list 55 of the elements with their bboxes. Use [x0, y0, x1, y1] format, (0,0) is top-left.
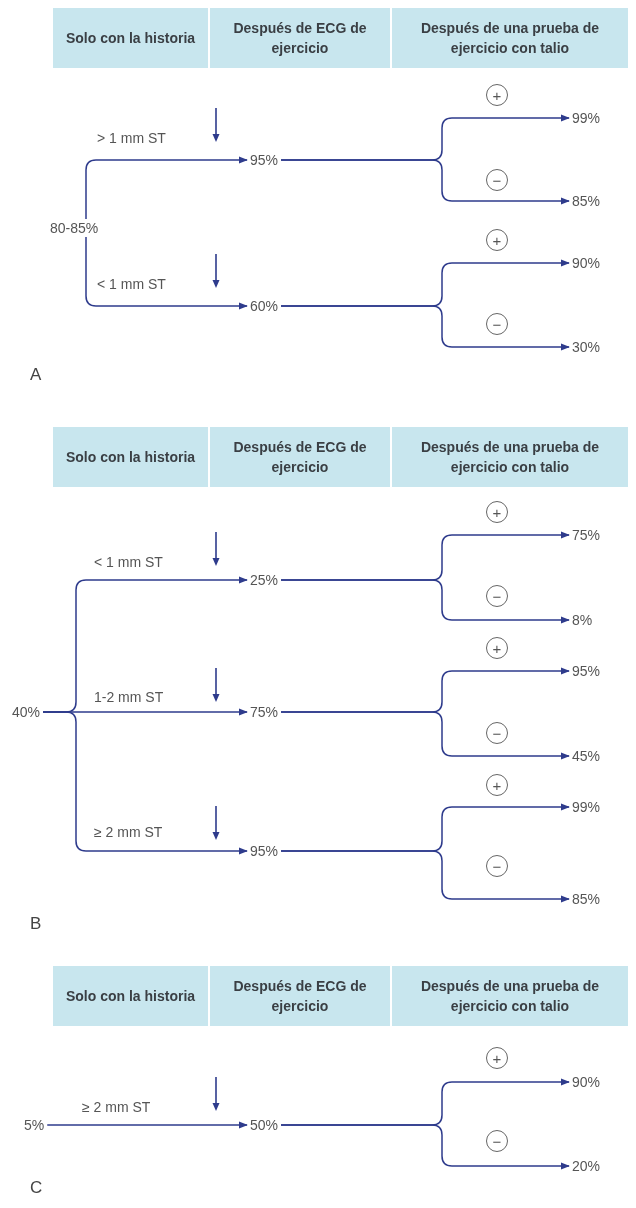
edge-label: −: [486, 855, 508, 877]
column-header: Después de ECG de ejercicio: [210, 966, 390, 1026]
probability-value: 5%: [24, 1116, 45, 1134]
column-header: Después de ECG de ejercicio: [210, 427, 390, 487]
edge-label: +: [486, 501, 508, 523]
column-header: Después de ECG de ejercicio: [210, 8, 390, 68]
arrow: [280, 579, 570, 624]
arrow: [280, 850, 570, 903]
column-header: Después de una prueba de ejercicio con talio: [392, 8, 628, 68]
probability-value: 95%: [250, 151, 279, 169]
probability-value: 80-85%: [50, 219, 99, 237]
probability-value: 90%: [572, 1073, 601, 1091]
column-header: Solo con la historia: [53, 966, 208, 1026]
column-header: Solo con la historia: [53, 8, 208, 68]
probability-value: 90%: [572, 254, 601, 272]
edge-label: −: [486, 722, 508, 744]
probability-value: 99%: [572, 109, 601, 127]
arrow: [280, 711, 570, 760]
edge-label: +: [486, 1047, 508, 1069]
arrow: [46, 1121, 248, 1129]
column-header: Después de una prueba de ejercicio con talio: [392, 966, 628, 1026]
probability-value: 75%: [572, 526, 601, 544]
column-header: Solo con la historia: [53, 427, 208, 487]
column-header: Después de una prueba de ejercicio con talio: [392, 427, 628, 487]
probability-value: 60%: [250, 297, 279, 315]
probability-value: 85%: [572, 192, 601, 210]
arrow: [280, 1124, 570, 1170]
probability-value: 45%: [572, 747, 601, 765]
panel-letter: C: [30, 1178, 43, 1198]
arrow: [280, 305, 570, 351]
edge-label: −: [486, 169, 508, 191]
edge-label: −: [486, 1130, 508, 1152]
edge-label: +: [486, 774, 508, 796]
probability-value: 95%: [250, 842, 279, 860]
probability-value: 30%: [572, 338, 601, 356]
edge-label: −: [486, 313, 508, 335]
probability-value: 20%: [572, 1157, 601, 1175]
probability-value: 40%: [12, 703, 41, 721]
arrow: [85, 156, 248, 220]
edge-label: +: [486, 637, 508, 659]
probability-value: 25%: [250, 571, 279, 589]
probability-value: 85%: [572, 890, 601, 908]
probability-value: 75%: [250, 703, 279, 721]
edge-label: −: [486, 585, 508, 607]
edge-label: +: [486, 84, 508, 106]
probability-value: 8%: [572, 611, 593, 629]
probability-value: 99%: [572, 798, 601, 816]
probability-value: 95%: [572, 662, 601, 680]
probability-value: 50%: [250, 1116, 279, 1134]
panel-letter: B: [30, 914, 42, 934]
arrow: [280, 159, 570, 205]
panel-letter: A: [30, 365, 42, 385]
arrow: [42, 711, 248, 855]
arrow: [85, 236, 248, 310]
edge-label: +: [486, 229, 508, 251]
